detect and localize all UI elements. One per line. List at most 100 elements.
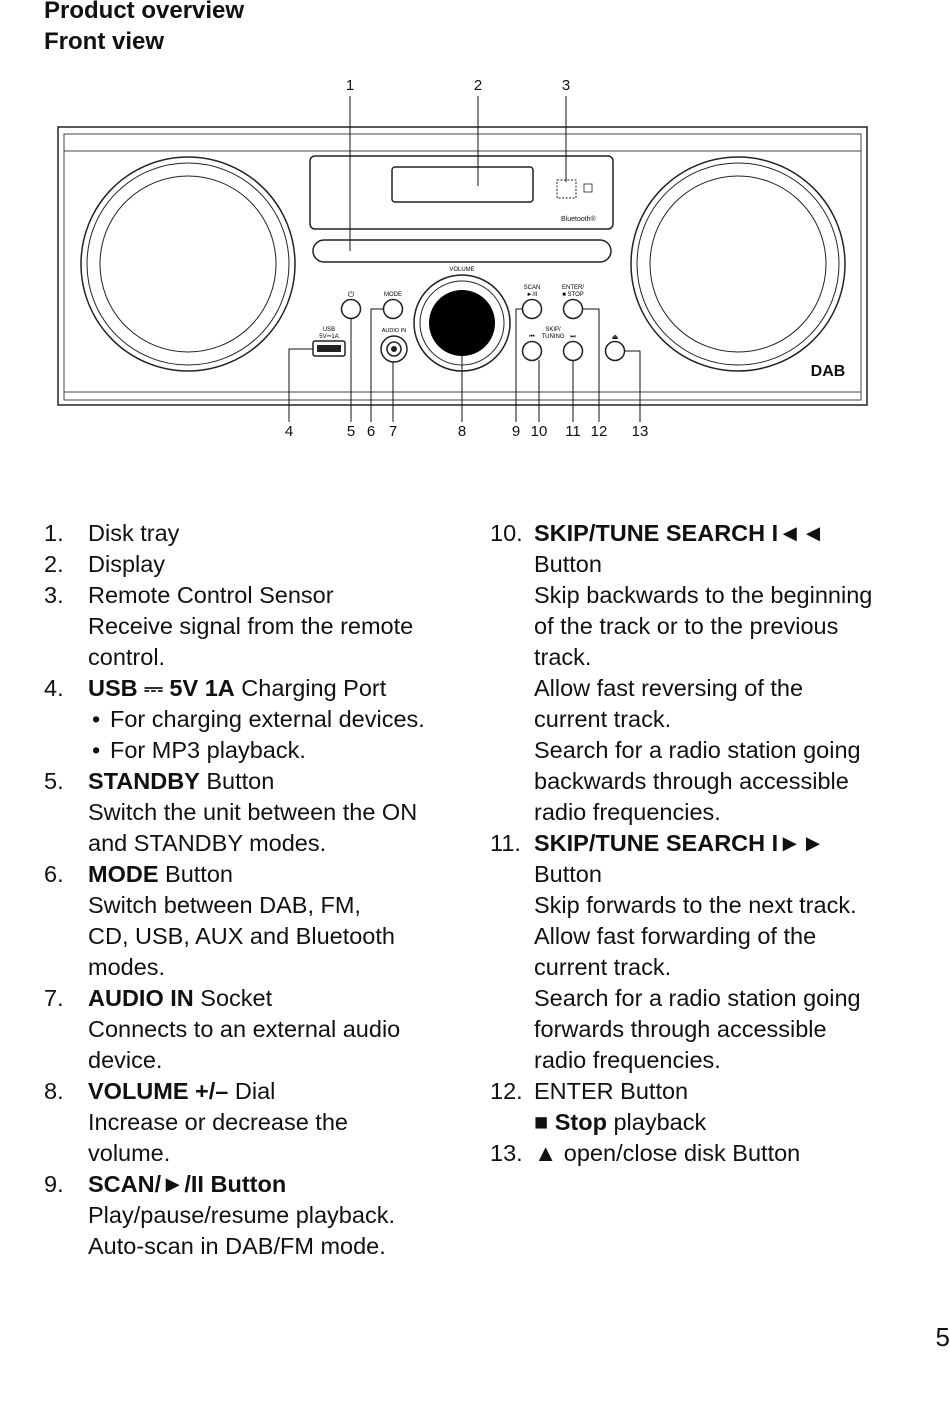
item-text: device. xyxy=(88,1047,163,1073)
skip-label: SKIP/ xyxy=(545,327,561,333)
scan-symbol: ►/II xyxy=(527,292,538,298)
item-text: Button xyxy=(199,768,275,794)
callout-9: 9 xyxy=(512,423,520,440)
callout-12: 12 xyxy=(591,423,608,440)
item-list-right: 10. SKIP/TUNE SEARCH I◄◄ Button Skip backwa… xyxy=(490,518,945,1169)
item-title: MODE xyxy=(88,861,159,887)
item-line: Increase or decrease the xyxy=(88,1107,474,1138)
mode-label: MODE xyxy=(384,292,402,298)
list-item: 4.USB ⎓ 5V 1A Charging PortFor charging … xyxy=(44,673,474,766)
item-line: radio frequencies. xyxy=(534,1045,945,1076)
eject-icon: ⏏ xyxy=(612,334,619,341)
item-text: track. xyxy=(534,644,592,670)
skip-forward-button[interactable] xyxy=(562,340,584,362)
usb-rating-label: 5V⎓1A xyxy=(319,334,338,340)
item-title: ■ Stop xyxy=(534,1109,607,1135)
callout-8: 8 xyxy=(458,423,466,440)
item-text: Dial xyxy=(228,1078,276,1104)
item-text: Remote Control Sensor xyxy=(88,582,334,608)
volume-dial[interactable] xyxy=(413,274,511,372)
item-line: For MP3 playback. xyxy=(88,735,474,766)
item-line: Display xyxy=(88,549,474,580)
item-text: Search for a radio station going xyxy=(534,737,861,763)
item-text: Skip forwards to the next track. xyxy=(534,892,857,918)
item-line: device. xyxy=(88,1045,474,1076)
item-line: Search for a radio station going xyxy=(534,735,945,766)
item-number: 10. xyxy=(490,520,523,546)
item-title: AUDIO IN xyxy=(88,985,194,1011)
skip-back-icon: ⏮ xyxy=(529,334,535,340)
skip-forward-icon: ⏭ xyxy=(570,334,576,340)
volume-label: VOLUME xyxy=(449,267,474,273)
eject-button[interactable] xyxy=(604,340,626,362)
item-line: For charging external devices. xyxy=(88,704,474,735)
audio-in-socket[interactable] xyxy=(380,335,408,363)
list-item: 1. Disk tray xyxy=(44,518,474,549)
item-line: backwards through accessible xyxy=(534,766,945,797)
item-text: forwards through accessible xyxy=(534,1016,827,1042)
item-line: modes. xyxy=(88,952,474,983)
item-line: SKIP/TUNE SEARCH I►► xyxy=(534,828,945,859)
item-text: Socket xyxy=(193,985,273,1011)
item-line: USB ⎓ 5V 1A Charging Port xyxy=(88,673,474,704)
item-line: Connects to an external audio xyxy=(88,1014,474,1045)
item-title: USB ⎓ 5V 1A xyxy=(88,675,235,701)
item-number: 12. xyxy=(490,1078,523,1104)
item-line: Button xyxy=(534,859,945,890)
skip-back-button[interactable] xyxy=(521,340,543,362)
tuning-label: TUNING xyxy=(542,334,565,340)
item-line: Receive signal from the remote xyxy=(88,611,474,642)
item-text: ▲ open/close disk Button xyxy=(534,1140,801,1166)
scan-label: SCAN xyxy=(524,285,541,291)
callout-5: 5 xyxy=(347,423,355,440)
item-text: Skip backwards to the beginning xyxy=(534,582,873,608)
item-line: current track. xyxy=(534,704,945,735)
item-line: SKIP/TUNE SEARCH I◄◄ xyxy=(534,518,945,549)
callout-7: 7 xyxy=(389,423,397,440)
callout-6: 6 xyxy=(367,423,375,440)
item-text: Display xyxy=(88,551,166,577)
item-line: current track. xyxy=(534,952,945,983)
front-view-diagram: 1 2 3 4 5 6 7 8 9 10 11 12 13 Bluetooth®… xyxy=(57,77,868,440)
item-title: SKIP/TUNE SEARCH I◄◄ xyxy=(534,520,825,546)
item-line: Skip backwards to the beginning xyxy=(534,580,945,611)
item-line: ▲ open/close disk Button xyxy=(534,1138,945,1169)
item-text: Switch between DAB, FM, xyxy=(88,892,361,918)
display-panel xyxy=(309,155,614,230)
enter-stop-button[interactable] xyxy=(562,298,584,320)
disk-tray xyxy=(312,239,612,263)
item-line: SCAN/►/II Button xyxy=(88,1169,474,1200)
standby-button[interactable] xyxy=(340,298,362,320)
item-text: Receive signal from the remote xyxy=(88,613,414,639)
item-line: of the track or to the previous xyxy=(534,611,945,642)
list-item: 13.▲ open/close disk Button xyxy=(490,1138,945,1169)
mode-button[interactable] xyxy=(382,298,404,320)
item-text: Button xyxy=(158,861,233,887)
item-text: CD, USB, AUX and Bluetooth xyxy=(88,923,395,949)
item-line: Disk tray xyxy=(88,518,474,549)
item-line: STANDBY Button xyxy=(88,766,474,797)
scan-play-pause-button[interactable] xyxy=(521,298,543,320)
item-line: Remote Control Sensor xyxy=(88,580,474,611)
item-line: Skip forwards to the next track. xyxy=(534,890,945,921)
usb-label: USB xyxy=(323,327,335,333)
usb-port[interactable] xyxy=(312,340,346,357)
item-number: 1. xyxy=(44,520,64,546)
item-number: 7. xyxy=(44,985,64,1011)
item-text: Connects to an external audio xyxy=(88,1016,401,1042)
item-number: 6. xyxy=(44,861,64,887)
item-text: of the track or to the previous xyxy=(534,613,839,639)
stop-label: ■ STOP xyxy=(562,292,584,298)
item-title: SCAN/►/II Button xyxy=(88,1171,287,1197)
item-line: control. xyxy=(88,642,474,673)
item-text: Disk tray xyxy=(88,520,180,546)
bluetooth-label: Bluetooth® xyxy=(561,215,597,223)
item-line: Auto-scan in DAB/FM mode. xyxy=(88,1231,474,1262)
item-line: Switch between DAB, FM, xyxy=(88,890,474,921)
item-text: radio frequencies. xyxy=(534,799,721,825)
svg-text:DAB: DAB xyxy=(811,363,846,380)
item-line: Play/pause/resume playback. xyxy=(88,1200,474,1231)
